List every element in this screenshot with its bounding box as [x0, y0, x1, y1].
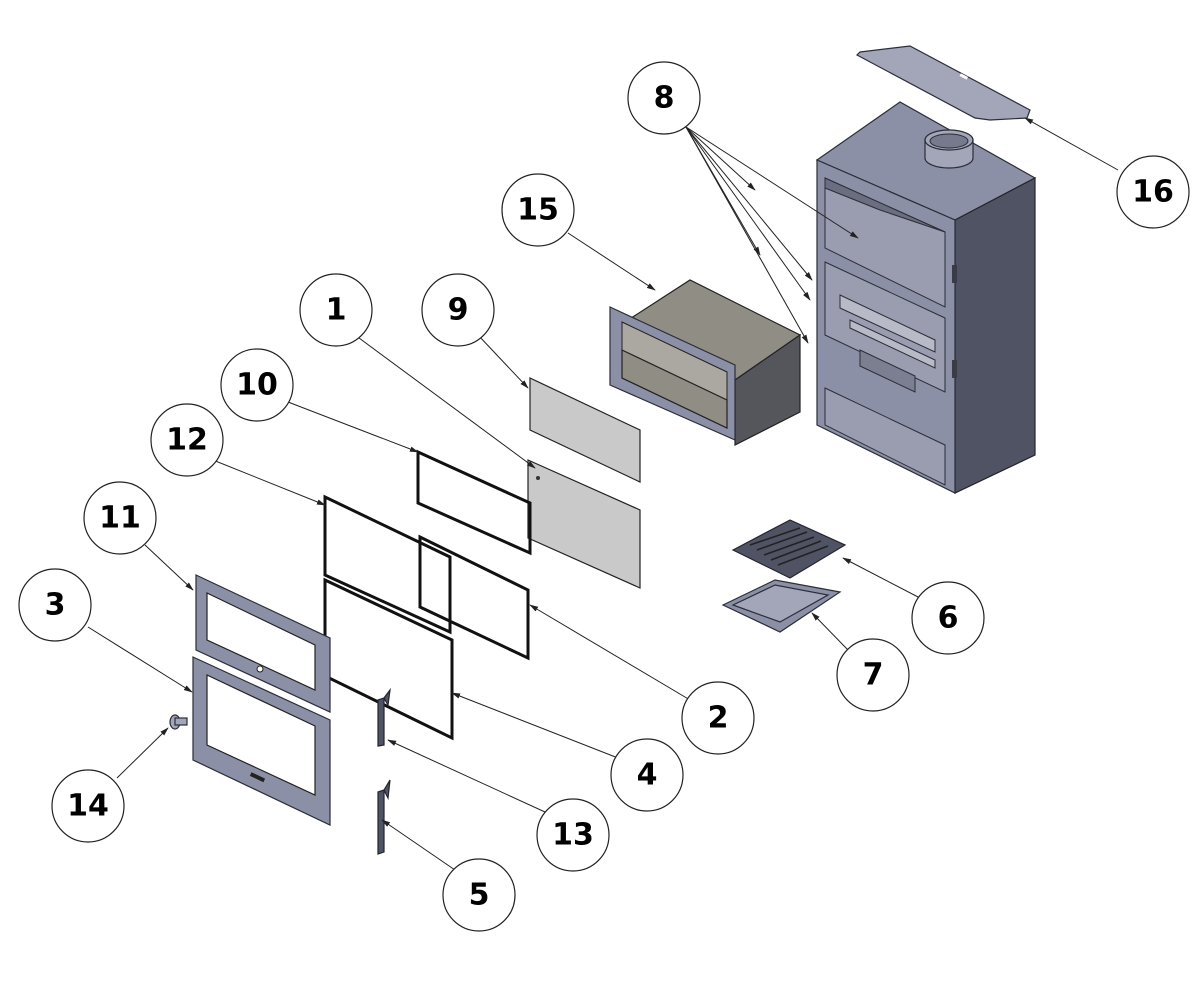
leader-lines	[87, 117, 1119, 871]
stove-body	[815, 101, 1037, 494]
part-2-gasket	[418, 534, 530, 661]
part-16-deflector-plate	[856, 45, 1031, 121]
svg-text:6: 6	[938, 601, 959, 636]
part-5-hinge	[377, 779, 391, 855]
part-14-knob	[169, 714, 188, 730]
svg-text:13: 13	[552, 818, 594, 853]
callout-3: 3	[18, 568, 92, 642]
callout-8: 8	[627, 61, 701, 135]
svg-text:5: 5	[469, 878, 490, 913]
svg-text:12: 12	[166, 423, 208, 458]
callout-14: 14	[51, 769, 125, 843]
svg-text:1: 1	[326, 293, 347, 328]
callout-15: 15	[501, 173, 575, 247]
callout-9: 9	[421, 273, 495, 347]
svg-text:11: 11	[99, 501, 141, 536]
svg-text:2: 2	[708, 701, 729, 736]
svg-text:8: 8	[654, 81, 675, 116]
part-13-hinge	[377, 687, 391, 747]
svg-text:4: 4	[637, 758, 658, 793]
flue-collar	[924, 129, 974, 169]
part-6-grate	[731, 519, 847, 579]
svg-text:16: 16	[1132, 175, 1174, 210]
svg-text:15: 15	[517, 193, 559, 228]
callout-12: 12	[150, 403, 224, 477]
part-9-glass	[529, 377, 641, 483]
callout-1: 1	[299, 273, 373, 347]
part-12-frame	[323, 494, 452, 635]
callout-16: 16	[1116, 155, 1190, 229]
svg-text:3: 3	[45, 588, 66, 623]
callout-11: 11	[83, 481, 157, 555]
part-7-ash-pan	[721, 579, 842, 633]
part-1-glass	[527, 459, 641, 589]
callout-4: 4	[610, 738, 684, 812]
callout-5: 5	[442, 858, 516, 932]
svg-text:10: 10	[236, 368, 278, 403]
part-3-lower-door	[192, 656, 331, 826]
svg-text:9: 9	[448, 293, 469, 328]
svg-text:7: 7	[863, 658, 884, 693]
callout-13: 13	[536, 798, 610, 872]
part-10-frame	[416, 449, 532, 556]
callout-2: 2	[681, 681, 755, 755]
callout-10: 10	[220, 348, 294, 422]
part-15-oven-box	[609, 279, 802, 446]
callout-6: 6	[911, 581, 985, 655]
callout-7: 7	[836, 638, 910, 712]
part-11-upper-door	[195, 574, 331, 713]
svg-text:14: 14	[67, 789, 109, 824]
